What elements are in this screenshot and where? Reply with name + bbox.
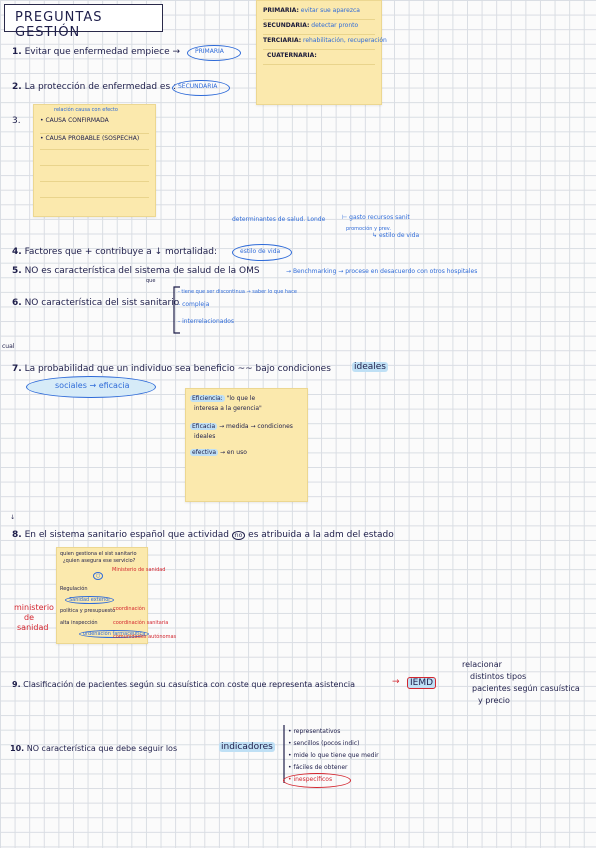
- question-2: 2. La protección de enfermedad es :: [12, 82, 177, 92]
- note-caption: relación causa con efecto: [54, 107, 118, 113]
- question-1: 1. Evitar que enfermedad empiece →: [12, 47, 181, 57]
- question-9: 9. Clasificación de pacientes según su c…: [12, 680, 355, 689]
- question-6: 6. NO característica del sist sanitario: [12, 298, 180, 308]
- sticky-note-efficiency: Eficiencia: "lo que le interesa a la ger…: [185, 388, 308, 502]
- answer-5: → Benchmarking → procese en desacuerdo c…: [286, 268, 478, 275]
- q10-item-4: • fáciles de obtener: [288, 764, 348, 771]
- determinantes-text: determinantes de salud. Londe: [232, 216, 326, 223]
- eff-line-5: efectiva → en uso: [190, 449, 247, 456]
- question-7: 7. La probabilidad que un individuo sea …: [12, 364, 331, 374]
- q9-arrow: →: [392, 677, 400, 687]
- answer-oval-4: [232, 244, 292, 261]
- q10-item-2: • sencillos (pocos indic): [288, 740, 360, 747]
- min-line-8: alta inspección: [60, 620, 98, 626]
- min-line-1: quien gestiona el sist sanitario: [60, 551, 137, 557]
- bracket-10: [283, 725, 285, 783]
- answer-4: estilo de vida: [240, 248, 281, 255]
- ministerio-label-3: sanidad: [17, 623, 49, 632]
- min-line-10: coordinación sanitaria: [113, 620, 169, 626]
- answer-oval-1: [187, 45, 241, 61]
- q8-arrow-mark: ↓: [10, 514, 16, 521]
- eff-line-2: interesa a la gerencia": [194, 405, 262, 412]
- note-line-4: CUATERNARIA:: [267, 52, 317, 59]
- question-8: 8. En el sistema sanitario español que a…: [12, 530, 394, 540]
- q7-oval: [26, 376, 156, 398]
- determinantes-branch-2: ↳ estilo de vida: [372, 232, 420, 239]
- q10-red-oval: [283, 773, 351, 788]
- determinantes-branch-1: ⊢ gasto recursos sanit: [342, 214, 410, 221]
- sticky-note-prevention: PRIMARIA: evitar sue aparezca SECUNDARIA…: [256, 0, 387, 105]
- ministerio-label-1: ministerio: [14, 603, 54, 612]
- q9-note-1: relacionar: [462, 660, 502, 669]
- q6-item-1: - tiene que ser discontinua → saber lo q…: [178, 289, 297, 295]
- sticky-note-ministerio: quien gestiona el sist sanitario ¿quien …: [56, 547, 176, 644]
- note-line-1: PRIMARIA: evitar sue aparezca: [263, 7, 360, 14]
- q10-item-3: • mide lo que tiene que medir: [288, 752, 379, 759]
- q9-note-2: distintos tipos: [470, 672, 527, 681]
- answer-1: PRIMARIA: [195, 48, 224, 55]
- min-line-6: política y presupuesto: [60, 608, 116, 614]
- cause-item-2: • CAUSA PROBABLE (SOSPECHA): [40, 135, 140, 142]
- q7-highlight: ideales: [352, 362, 388, 372]
- q7-oval-text: sociales → eficacia: [55, 381, 130, 390]
- eff-line-4: ideales: [194, 433, 216, 440]
- q10-highlight: indicadores: [219, 742, 275, 752]
- page-title: PREGUNTAS GESTIÓN: [15, 10, 103, 40]
- question-4: 4. Factores que + contribuye a ↓ mortali…: [12, 247, 218, 257]
- determinantes-small: promoción y prev.: [346, 226, 391, 232]
- min-line-4: Regulación: [60, 586, 88, 592]
- min-line-11: comunidades autónomas: [113, 634, 177, 640]
- q9-answer: IEMD: [407, 677, 437, 689]
- eff-line-3: Eficacia → medida → condiciones: [190, 423, 293, 430]
- sticky-note-causes: relación causa con efecto • CAUSA CONFIR…: [33, 104, 156, 217]
- q10-item-1: • representativos: [288, 728, 341, 735]
- answer-2: SECUNDARIA: [178, 83, 218, 90]
- min-line-3: Ministerio de sanidad: [112, 567, 166, 573]
- note-line-2: SECUNDARIA: detectar pronto: [263, 22, 359, 29]
- title-box: PREGUNTAS GESTIÓN: [4, 4, 163, 40]
- q9-note-4: y precio: [478, 696, 510, 705]
- min-line-7: coordinación: [113, 606, 145, 612]
- ministerio-label-2: de: [24, 613, 34, 622]
- question-10: 10. NO característica que debe seguir lo…: [10, 744, 178, 753]
- q6-item-2: - compleja: [178, 301, 210, 308]
- left-mark: cual: [2, 343, 15, 350]
- question-5-note: que: [146, 278, 156, 284]
- q10-item-5: • inespecíficos: [288, 776, 333, 783]
- min-line-5: Sanidad exterior: [65, 596, 115, 604]
- question-3-number: 3.: [12, 116, 21, 126]
- bracket-6: [173, 286, 180, 334]
- q9-note-3: pacientes según casuística: [472, 684, 580, 693]
- eff-line-1: Eficiencia: "lo que le: [190, 395, 256, 402]
- answer-oval-2: [172, 80, 230, 96]
- min-line-2: ¿quien asegura ese servicio?: [63, 558, 136, 564]
- min-line-9: ordenación farmacéutica: [79, 630, 150, 638]
- min-oval-1: ○: [93, 572, 104, 580]
- note-line-3: TERCIARIA: rehabilitación, recuperación: [263, 37, 387, 44]
- q6-item-3: - interrelacionados: [178, 318, 235, 325]
- question-5: 5. NO es característica del sistema de s…: [12, 266, 260, 276]
- cause-item-1: • CAUSA CONFIRMADA: [40, 117, 109, 124]
